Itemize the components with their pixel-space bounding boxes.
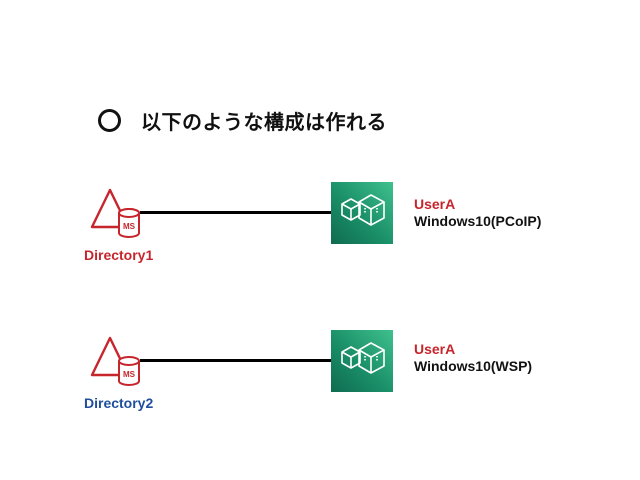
connector-line bbox=[140, 359, 332, 362]
user-name: UserA bbox=[414, 341, 456, 357]
directory-label: Directory2 bbox=[84, 395, 154, 411]
workspaces-glyph bbox=[341, 342, 385, 374]
ms-badge: MS bbox=[123, 370, 136, 379]
connector-line bbox=[140, 211, 332, 214]
directory-service-icon: MS bbox=[90, 336, 140, 386]
workspaces-icon bbox=[331, 330, 393, 392]
ms-badge: MS bbox=[123, 222, 136, 231]
directory-service-icon: MS bbox=[90, 188, 140, 238]
page-title: 以下のような構成は作れる bbox=[141, 109, 387, 134]
heading-row: 以下のような構成は作れる bbox=[98, 103, 387, 137]
directory-label: Directory1 bbox=[84, 247, 154, 263]
os-label: Windows10(WSP) bbox=[414, 358, 533, 374]
circle-icon bbox=[98, 108, 121, 132]
os-label: Windows10(PCoIP) bbox=[414, 213, 542, 229]
workspaces-glyph bbox=[341, 194, 385, 226]
workspaces-icon bbox=[331, 182, 393, 244]
user-name: UserA bbox=[414, 196, 456, 212]
